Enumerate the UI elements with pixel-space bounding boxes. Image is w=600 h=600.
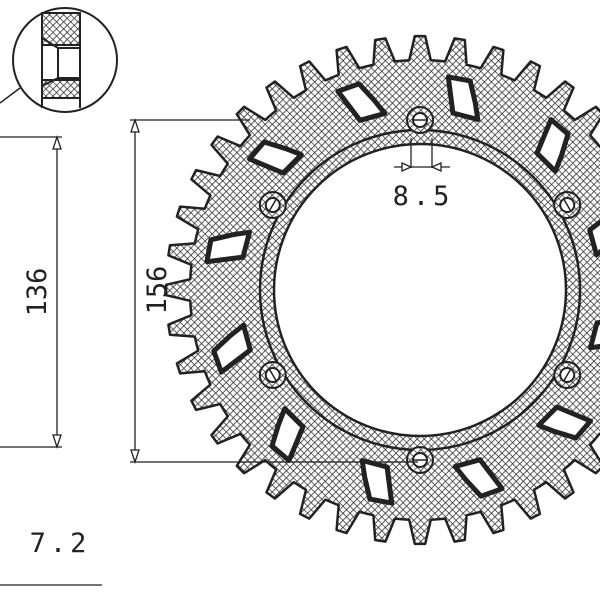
dimension-156 [130, 117, 418, 465]
sprocket [164, 34, 600, 546]
cutout-window [211, 322, 253, 375]
dimension-label-8-5: 8.5 [393, 181, 454, 212]
center-bore [272, 142, 568, 438]
cutout-window [536, 404, 593, 441]
cutout-window [445, 74, 481, 122]
bolt-hole-centerline [563, 198, 572, 212]
cutout-window [588, 319, 600, 351]
bolt-hole-centerline [563, 368, 572, 382]
bolt-hole-centerline [268, 368, 277, 382]
dimension-label-7-2: 7.2 [30, 528, 91, 559]
cutout-window [452, 457, 505, 499]
dimension-8-5 [394, 138, 450, 173]
detail-inset [0, 7, 118, 113]
dimension-label-156: 156 [142, 266, 173, 315]
dimension-label-136: 136 [22, 268, 53, 317]
cutout-window [269, 406, 306, 463]
cutout-window [587, 219, 600, 258]
cutout-window [247, 139, 304, 176]
bolt-hole-centerline [268, 198, 277, 212]
cutout-window [335, 81, 388, 123]
cutout-window [204, 229, 252, 265]
dimension-136 [0, 134, 62, 450]
cutout-window [534, 117, 571, 174]
